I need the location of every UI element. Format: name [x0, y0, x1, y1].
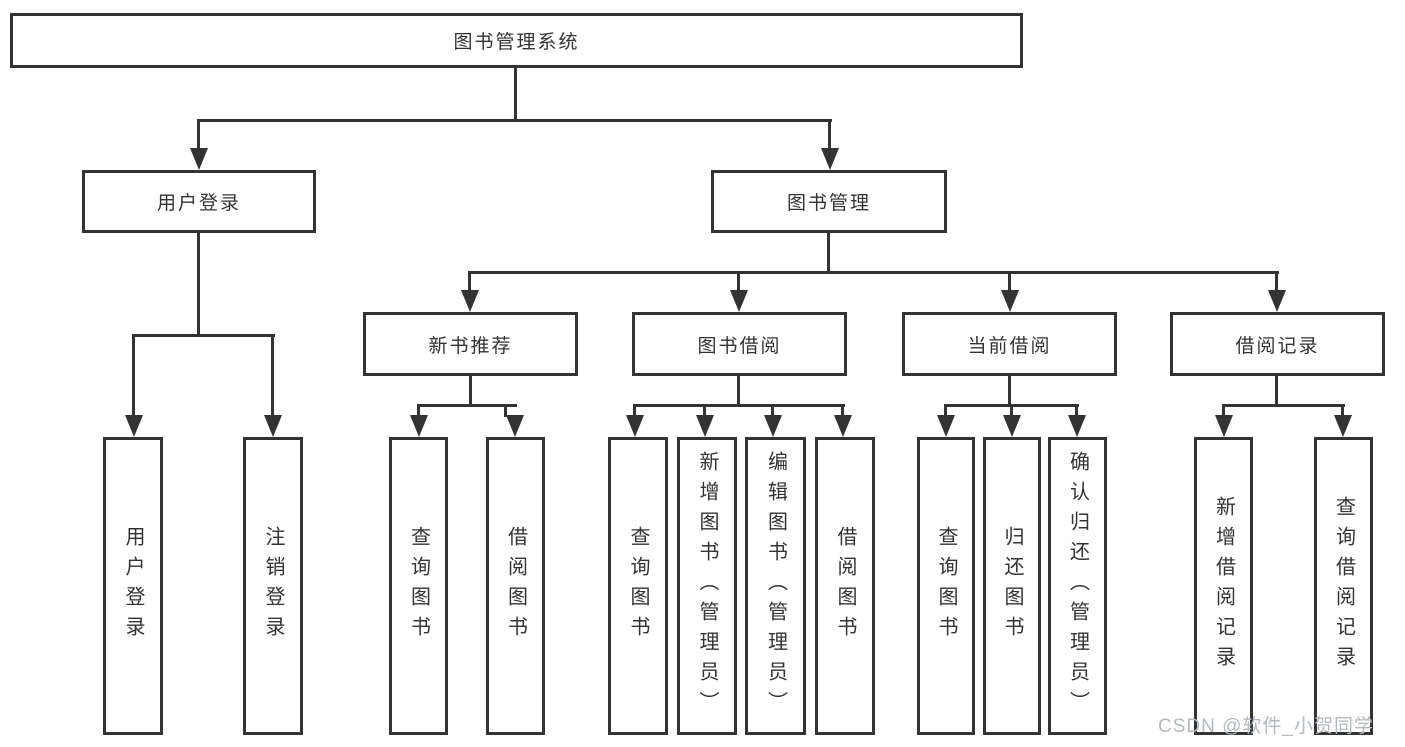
leaf-return-books: 归还图书: [983, 437, 1041, 735]
arrowhead-leaf: [1003, 415, 1021, 437]
node-label: 用户登录: [156, 193, 241, 214]
leaf-label: 新增借阅记录: [1212, 496, 1235, 676]
connector-leaf: [771, 404, 774, 417]
leaf-label: 确认归还（管理员）: [1066, 451, 1089, 721]
arrowhead-new-book: [461, 290, 479, 312]
leaf-confirm-return-admin: 确认归还（管理员）: [1048, 437, 1107, 735]
connector-root-stem: [514, 67, 517, 121]
connector-to-book-borrow: [737, 271, 740, 291]
arrowhead-leaf: [937, 415, 955, 437]
connector-leaf: [841, 404, 844, 417]
leaf-label: 新增图书（管理员）: [696, 451, 718, 721]
node-current-borrowing: 当前借阅: [902, 312, 1117, 376]
node-book-management: 图书管理: [711, 170, 947, 233]
arrowhead-leaf: [410, 415, 428, 437]
connector-to-borrow-records: [1275, 271, 1278, 291]
leaf-label: 查询图书: [627, 526, 649, 646]
connector-leaf: [1075, 404, 1078, 417]
leaf-label: 用户登录: [122, 526, 144, 646]
node-label: 图书管理系统: [453, 32, 580, 53]
connector-leaf: [633, 404, 636, 417]
node-label: 图书借阅: [697, 335, 782, 357]
arrowhead-logout-leaf: [264, 415, 282, 437]
leaf-label: 编辑图书（管理员）: [764, 451, 787, 721]
arrowhead-login-leaf: [125, 415, 143, 437]
connector-to-book-management: [828, 119, 831, 150]
connector-root-split: [197, 119, 832, 122]
connector-to-new-book: [468, 271, 471, 291]
leaf-label: 查询图书: [935, 526, 957, 646]
node-library-management-system: 图书管理系统: [10, 13, 1023, 68]
leaf-borrow-books: 借阅图书: [815, 437, 875, 735]
leaf-query-borrow-record: 查询借阅记录: [1314, 437, 1373, 735]
leaf-label: 借阅图书: [504, 526, 527, 646]
arrowhead-leaf: [764, 415, 782, 437]
connector-leaf: [703, 404, 706, 417]
leaf-logout: 注销登录: [243, 437, 303, 735]
connector-to-logout-leaf: [271, 334, 274, 417]
leaf-query-books-recommend: 查询图书: [389, 437, 448, 735]
connector-to-user-login: [197, 119, 200, 150]
arrowhead-user-login: [190, 148, 208, 170]
connector-leaf: [1341, 404, 1344, 417]
csdn-watermark: CSDN @软件_小贺同学: [1158, 716, 1374, 737]
connector-leaf: [944, 404, 947, 417]
connector-user-login-split: [132, 334, 275, 337]
connector-book-borrow-split: [633, 404, 845, 407]
leaf-label: 借阅图书: [834, 526, 856, 646]
leaf-label: 归还图书: [1001, 526, 1023, 646]
leaf-label: 查询图书: [407, 526, 430, 646]
connector-to-login-leaf: [132, 334, 135, 417]
connector-current-borrow-stem: [1008, 375, 1011, 406]
connector-leaf: [504, 404, 507, 417]
node-user-login: 用户登录: [82, 170, 316, 233]
connector-to-current-borrow: [1008, 271, 1011, 291]
node-label: 图书管理: [786, 193, 871, 214]
connector-leaf: [417, 404, 420, 417]
node-new-book-recommend: 新书推荐: [363, 312, 578, 376]
leaf-edit-books-admin: 编辑图书（管理员）: [745, 437, 806, 735]
arrowhead-book-management: [821, 148, 839, 170]
arrowhead-leaf: [696, 415, 714, 437]
connector-leaf: [1010, 404, 1013, 417]
connector-leaf: [1222, 404, 1225, 417]
connector-book-mgmt-stem: [827, 231, 830, 273]
node-label: 新书推荐: [428, 335, 513, 357]
arrowhead-book-borrow: [730, 290, 748, 312]
connector-borrow-records-stem: [1275, 374, 1278, 406]
leaf-query-books-current: 查询图书: [917, 437, 975, 735]
leaf-add-books-admin: 新增图书（管理员）: [677, 437, 737, 735]
connector-new-book-split: [417, 404, 517, 407]
leaf-query-books-borrow: 查询图书: [608, 437, 668, 735]
node-book-borrowing: 图书借阅: [632, 312, 847, 376]
leaf-borrow-books-recommend: 借阅图书: [486, 437, 545, 735]
node-label: 借阅记录: [1235, 335, 1320, 357]
connector-new-book-stem: [469, 374, 472, 406]
node-label: 当前借阅: [967, 335, 1052, 357]
arrowhead-borrow-records: [1268, 290, 1286, 312]
leaf-label: 注销登录: [262, 526, 284, 646]
arrowhead-leaf: [1215, 415, 1233, 437]
connector-book-mgmt-split: [468, 271, 1279, 274]
leaf-user-login: 用户登录: [103, 437, 163, 735]
connector-user-login-stem: [197, 231, 200, 336]
arrowhead-leaf: [1334, 415, 1352, 437]
leaf-label: 查询借阅记录: [1332, 496, 1355, 676]
arrowhead-leaf: [626, 415, 644, 437]
leaf-add-borrow-record: 新增借阅记录: [1194, 437, 1253, 735]
arrowhead-leaf: [1068, 415, 1086, 437]
connector-borrow-records-split: [1222, 404, 1345, 407]
node-borrowing-records: 借阅记录: [1170, 312, 1385, 376]
arrowhead-leaf: [506, 415, 524, 437]
arrowhead-current-borrow: [1001, 290, 1019, 312]
arrowhead-leaf: [834, 415, 852, 437]
connector-book-borrow-stem: [737, 375, 740, 406]
